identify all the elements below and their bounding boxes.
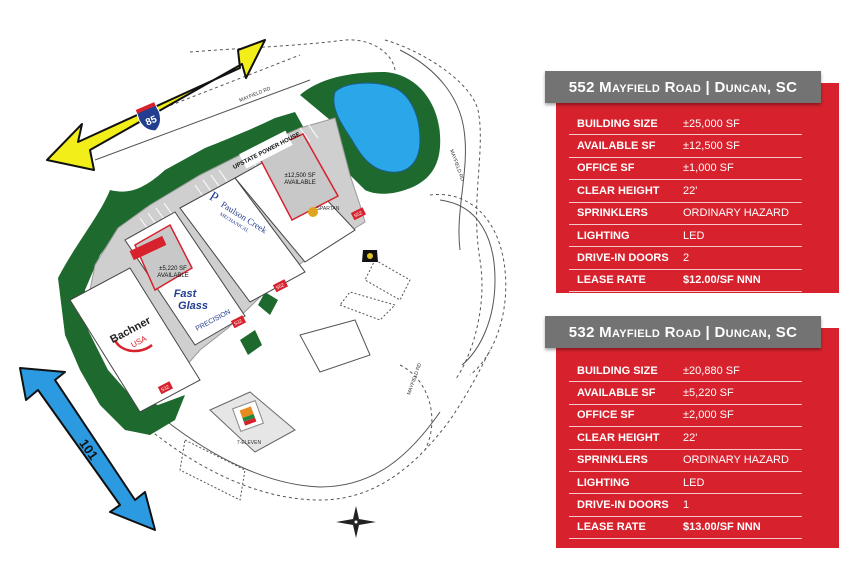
spec-label: CLEAR HEIGHT: [577, 184, 660, 197]
fast-glass-logo: Fast Glass: [174, 288, 208, 312]
compass-rose-icon: [336, 506, 376, 538]
spec-label: DRIVE-IN DOORS: [577, 252, 669, 265]
spec-value: ORDINARY HAZARD: [683, 454, 789, 467]
spec-row: OFFICE SF ±1,000 SF: [569, 158, 802, 181]
spec-label: SPRINKLERS: [577, 454, 648, 467]
spec-label: OFFICE SF: [577, 409, 635, 422]
available-532-line1: ±5,220 SF: [159, 266, 187, 272]
svg-text:532: 532: [160, 384, 170, 393]
spec-row: SPRINKLERS ORDINARY HAZARD: [569, 450, 802, 472]
spec-value: LED: [683, 476, 705, 489]
spec-row: OFFICE SF ±2,000 SF: [569, 405, 802, 428]
spec-row: BUILDING SIZE ±25,000 SF: [569, 113, 802, 136]
seven-eleven-pad: 7-ELEVEN: [209, 391, 296, 453]
spec-value: ±2,000 SF: [683, 409, 734, 422]
spec-row: SPRINKLERS ORDINARY HAZARD: [569, 203, 802, 225]
spec-label: DRIVE-IN DOORS: [577, 499, 669, 512]
svg-text:Fast: Fast: [174, 288, 198, 300]
available-552-line2: AVAILABLE: [284, 180, 315, 186]
spec-value: 22': [683, 184, 698, 197]
spec-value: 2: [683, 252, 690, 265]
spec-value: ORDINARY HAZARD: [683, 207, 789, 220]
road-label-south: MAYFIELD RD: [406, 362, 423, 396]
spec-row: DRIVE-IN DOORS 2: [569, 247, 802, 270]
spec-row: LIGHTING LED: [569, 472, 802, 495]
spec-row: CLEAR HEIGHT 22': [569, 180, 802, 203]
building-532: [69, 211, 246, 413]
spec-value: ±12,500 SF: [683, 140, 740, 153]
available-space-532: [134, 223, 193, 292]
spec-row: LIGHTING LED: [569, 225, 802, 248]
tenant-logo-532-top: [129, 235, 167, 261]
property-552-specs: BUILDING SIZE ±25,000 SF AVAILABLE SF ±12,…: [569, 113, 802, 293]
property-532-panel: [556, 328, 839, 548]
address-tag-532-b: 532: [157, 381, 174, 395]
spec-label: CLEAR HEIGHT: [577, 431, 660, 444]
spec-label: AVAILABLE SF: [577, 387, 656, 400]
svg-text:532: 532: [233, 318, 243, 327]
spec-row-lease-rate: LEASE RATE $13.00/SF NNN: [569, 517, 802, 540]
spec-row: CLEAR HEIGHT 22': [569, 427, 802, 450]
svg-text:SPARTAN: SPARTAN: [317, 206, 340, 212]
bachner-swoosh-icon: [113, 339, 153, 353]
svg-text:Glass: Glass: [178, 300, 208, 312]
site-plan-map: 7-ELEVEN 85 101 MAYFIELD RD MAYFIELD RD …: [19, 39, 507, 538]
spec-label: BUILDING SIZE: [577, 364, 658, 377]
spec-value: ±1,000 SF: [683, 162, 734, 175]
spec-row: BUILDING SIZE ±20,880 SF: [569, 360, 802, 383]
address-tag-552-b: 552: [272, 279, 289, 293]
spartan-icon: [308, 207, 318, 217]
address-tag-532-a: 532: [230, 315, 247, 329]
highway-101-arrow: 101: [19, 367, 156, 531]
spec-value: 1: [683, 499, 690, 512]
spec-value: 22': [683, 431, 698, 444]
interstate-85-number: 85: [144, 114, 159, 129]
spec-value: LED: [683, 229, 705, 242]
spec-row-lease-rate: LEASE RATE $12.00/SF NNN: [569, 270, 802, 293]
building-marker-icon: [362, 250, 378, 262]
svg-text:552: 552: [275, 282, 285, 291]
spec-label: OFFICE SF: [577, 162, 635, 175]
seven-eleven-label: 7-ELEVEN: [237, 440, 262, 446]
spec-value: ±25,000 SF: [683, 117, 740, 130]
property-532-header: 532 Mayfield Road | Duncan, SC: [545, 316, 821, 348]
spec-label: LIGHTING: [577, 229, 630, 242]
address-tag-552-a: 552: [350, 207, 367, 221]
property-552-panel: [556, 83, 839, 293]
property-552-header: 552 Mayfield Road | Duncan, SC: [545, 71, 821, 103]
spec-row: AVAILABLE SF ±12,500 SF: [569, 135, 802, 158]
interstate-85-shield-icon: 85: [135, 101, 162, 132]
spec-value: ±5,220 SF: [683, 387, 734, 400]
spec-row: DRIVE-IN DOORS 1: [569, 494, 802, 517]
spec-row: AVAILABLE SF ±5,220 SF: [569, 382, 802, 405]
available-532-line2: AVAILABLE: [157, 273, 188, 279]
spec-value: ±20,880 SF: [683, 364, 740, 377]
interstate-85-arrow: 85: [46, 39, 266, 171]
spec-value: $13.00/SF NNN: [683, 521, 761, 534]
retention-pond: [333, 82, 421, 173]
spec-label: AVAILABLE SF: [577, 140, 656, 153]
spec-label: LEASE RATE: [577, 521, 646, 534]
spec-label: LEASE RATE: [577, 274, 646, 287]
building-552: [179, 133, 356, 303]
spec-value: $12.00/SF NNN: [683, 274, 761, 287]
spec-label: BUILDING SIZE: [577, 117, 658, 130]
available-552-line1: ±12,500 SF: [285, 173, 316, 179]
svg-text:552: 552: [353, 210, 363, 219]
spec-label: LIGHTING: [577, 476, 630, 489]
road-label-east: MAYFIELD RD: [448, 149, 465, 183]
road-label-north: MAYFIELD RD: [239, 86, 272, 104]
property-532-specs: BUILDING SIZE ±20,880 SF AVAILABLE SF ±5,2…: [569, 360, 802, 540]
spartan-logo: SPARTAN: [308, 206, 340, 217]
spec-label: SPRINKLERS: [577, 207, 648, 220]
road-outlines: [94, 39, 507, 501]
